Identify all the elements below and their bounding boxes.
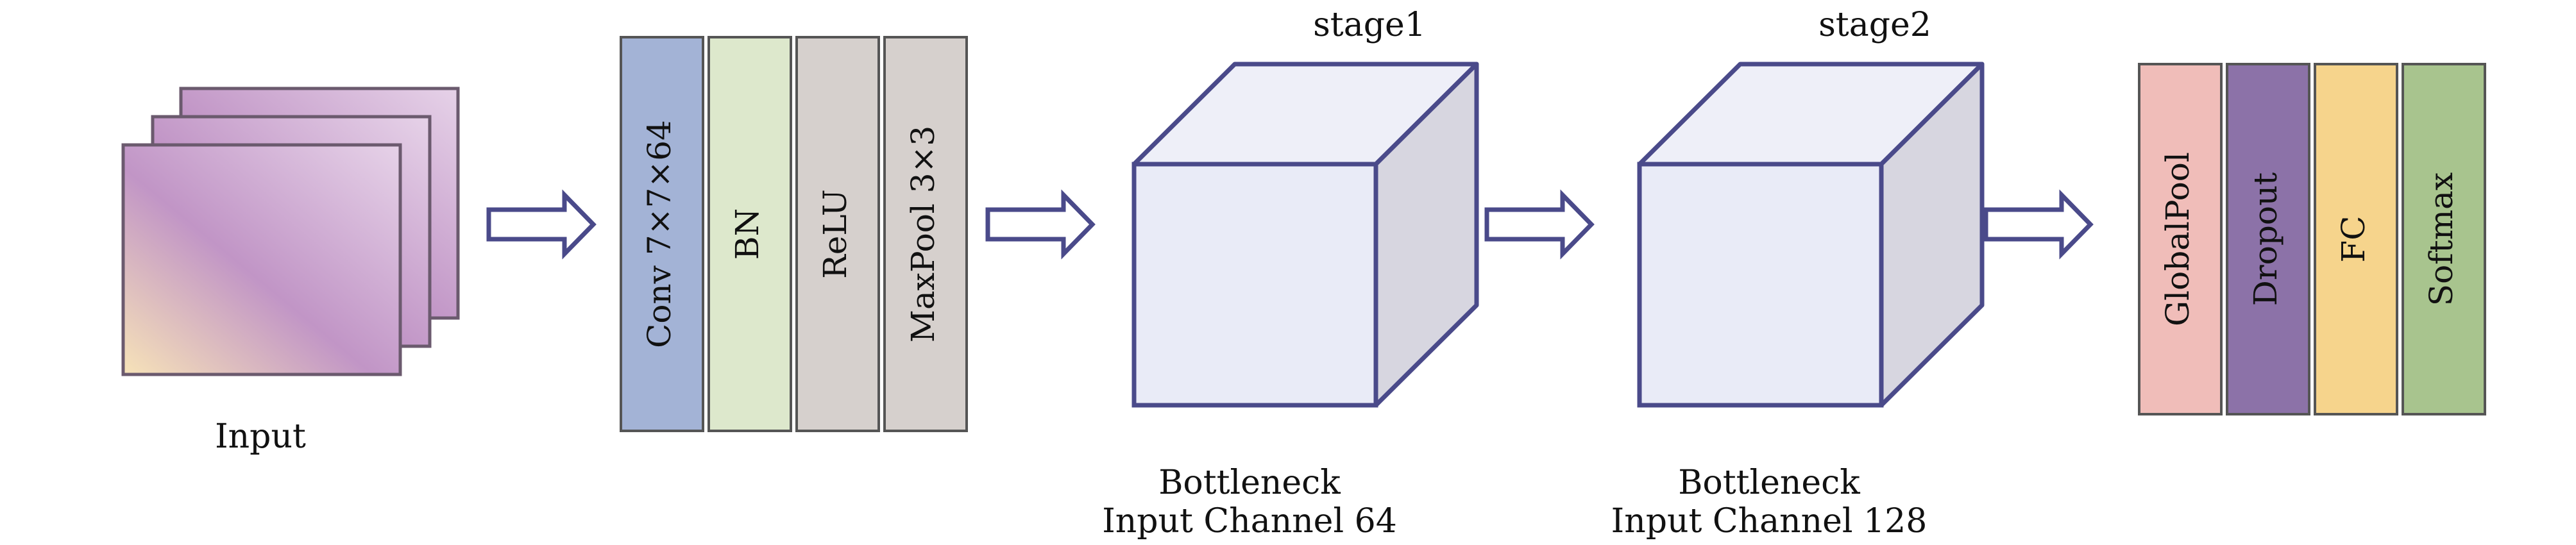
stem-layer-relu <box>795 36 880 432</box>
stem-label-bn: BN <box>729 208 766 260</box>
head-label-fc: FC <box>2335 216 2372 263</box>
head-label-softmax: Softmax <box>2423 172 2460 306</box>
stem-layer-bn <box>708 36 792 432</box>
stage1-caption-line1: Bottleneck <box>1158 464 1341 502</box>
input-image-stack <box>121 87 460 376</box>
arrow-right-icon <box>985 189 1096 260</box>
head-label-dropout: Dropout <box>2247 172 2284 306</box>
arrow-right-icon <box>486 189 597 260</box>
stem-layers: Conv 7×7×64 BN ReLU MaxPool 3×3 <box>620 36 968 432</box>
input-frame-front <box>121 143 402 376</box>
stage1-caption-line2: Input Channel 64 <box>1102 502 1397 541</box>
head-layer-softmax <box>2402 63 2486 415</box>
stage1-title: stage1 <box>1313 6 1426 44</box>
head-layer-fc <box>2314 63 2398 415</box>
arrow-right-icon <box>1983 189 2094 260</box>
stem-label-maxpool: MaxPool 3×3 <box>904 126 942 342</box>
stage2-title: stage2 <box>1818 6 1931 44</box>
head-layer-dropout <box>2226 63 2310 415</box>
stem-label-conv: Conv 7×7×64 <box>641 120 678 348</box>
stem-layer-maxpool <box>883 36 968 432</box>
head-label-globalpool: GlobalPool <box>2159 152 2196 326</box>
stage2-block: stage2 Bottleneck Input Channel 128 <box>1611 6 1985 541</box>
head-layer-globalpool <box>2138 63 2223 415</box>
stem-label-relu: ReLU <box>817 189 854 279</box>
stage1-block: stage1 Bottleneck Input Channel 64 <box>1102 6 1479 541</box>
stem-layer-conv <box>620 36 704 432</box>
input-label: Input <box>215 417 306 456</box>
arrow-right-icon <box>1484 189 1595 260</box>
stage2-caption-line1: Bottleneck <box>1678 464 1860 502</box>
stage2-cube-front <box>1637 162 1884 408</box>
stage2-caption-line2: Input Channel 128 <box>1611 502 1928 541</box>
head-layers: GlobalPool Dropout FC Softmax <box>2138 63 2486 415</box>
arrows <box>486 189 2094 260</box>
stage1-cube-front <box>1131 162 1378 408</box>
